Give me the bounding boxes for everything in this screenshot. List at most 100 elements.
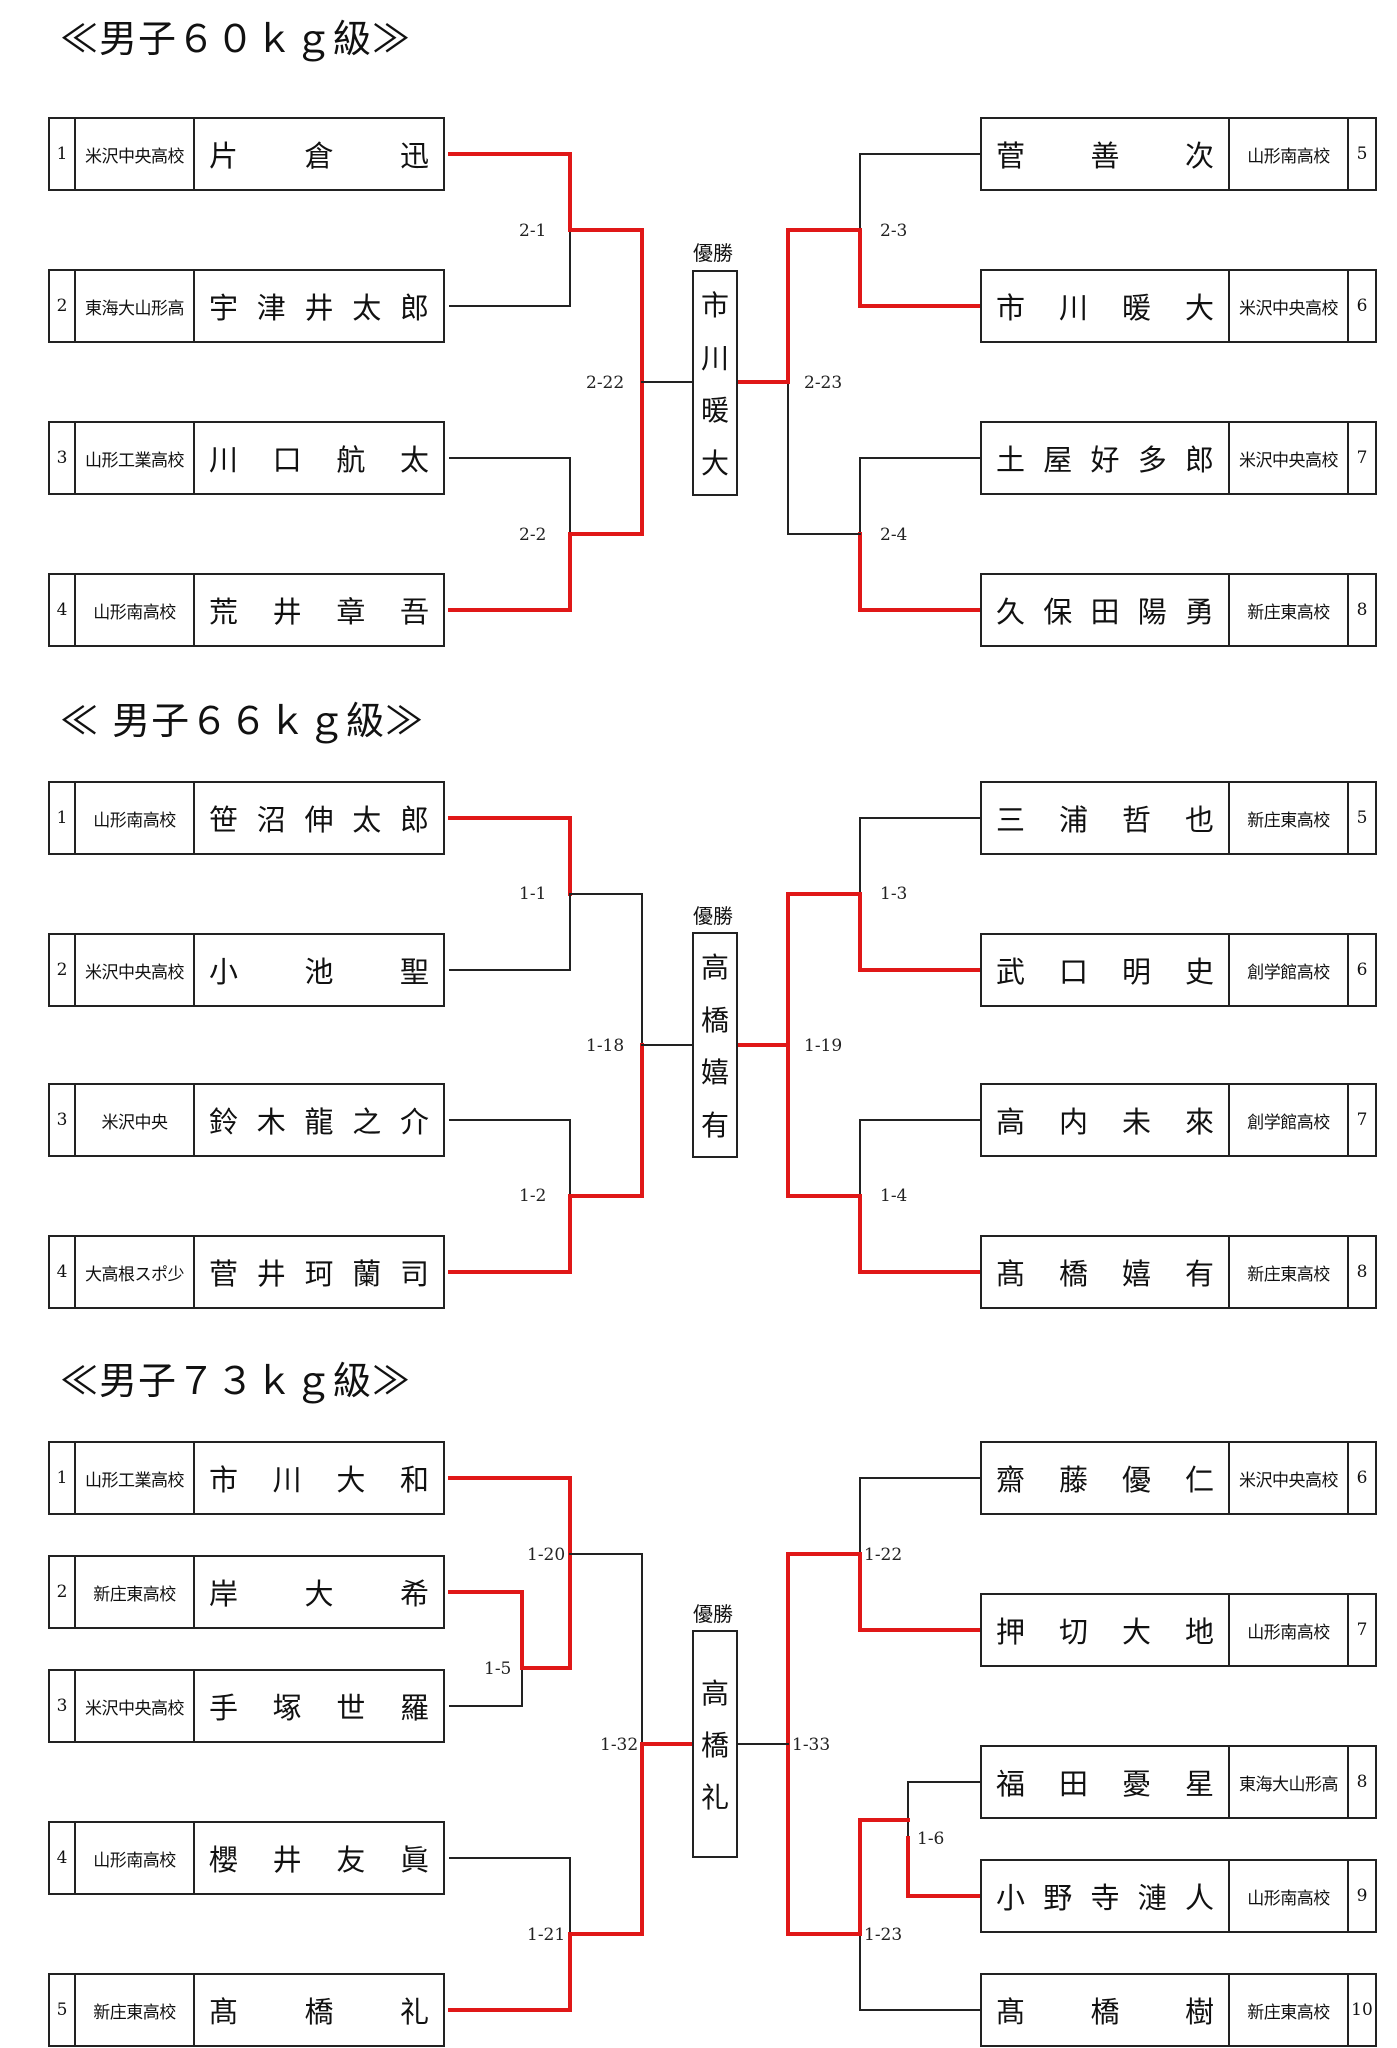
entry-60kg-seed-7: 土 屋 好 多 郎 米沢中央高校 7 — [980, 421, 1377, 495]
name-char: 内 — [1058, 1105, 1088, 1139]
school-name: 東海大山形高 — [1230, 1747, 1349, 1817]
entry-73kg-seed-7: 押 切 大 地 山形南高校 7 — [980, 1593, 1377, 1667]
seed-number: 5 — [1356, 144, 1368, 164]
name-char: 久 — [996, 595, 1026, 629]
division-title-73kg: ≪男子７３ｋｇ級≫ — [60, 1359, 412, 1403]
name-char: 章 — [336, 595, 366, 629]
name-char: 髙 — [996, 1257, 1026, 1291]
bracket-line — [449, 1667, 523, 1707]
match-number: 2-3 — [880, 221, 908, 241]
match-number: 2-2 — [519, 525, 547, 545]
match-number: 1-20 — [527, 1545, 566, 1565]
school-name: 米沢中央高校 — [76, 935, 195, 1005]
name-char: 來 — [1184, 1105, 1214, 1139]
school-name: 米沢中央高校 — [76, 1671, 195, 1741]
bracket-line — [448, 532, 572, 612]
bracket-line — [858, 1194, 982, 1274]
school-name: 山形南高校 — [1230, 1861, 1349, 1931]
school-name: 米沢中央高校 — [1230, 1443, 1349, 1513]
name-char: 郎 — [1184, 443, 1214, 477]
name-char: 星 — [1184, 1767, 1214, 1801]
name-char: 押 — [996, 1615, 1026, 1649]
bracket-line — [858, 1552, 982, 1632]
division-title-66kg: ≪ 男子６６ｋｇ級≫ — [60, 699, 425, 743]
seed-number: 2 — [50, 1557, 76, 1627]
school-name: 米沢中央高校 — [76, 119, 195, 189]
athlete-name: 三 浦 哲 也 — [982, 783, 1230, 853]
bracket-line — [859, 817, 981, 895]
name-char: 龍 — [304, 1105, 334, 1139]
name-char: 珂 — [304, 1257, 334, 1291]
name-char: 川 — [209, 443, 239, 477]
entry-60kg-seed-2: 2 東海大山形高 宇 津 井 太 郎 — [48, 269, 445, 343]
name-char: 漣 — [1137, 1881, 1167, 1915]
champion-label: 優勝 — [693, 241, 733, 265]
name-char: 聖 — [399, 955, 429, 989]
name-char: 眞 — [399, 1843, 429, 1877]
name-char: 人 — [1184, 1881, 1214, 1915]
name-char: 明 — [1121, 955, 1151, 989]
athlete-name: 髙 橋 嬉 有 — [982, 1237, 1230, 1307]
seed-number: 5 — [50, 1975, 76, 2045]
bracket-line — [448, 152, 572, 232]
name-char: 菅 — [209, 1257, 239, 1291]
name-char: 迅 — [399, 139, 429, 173]
name-char: 礼 — [399, 1995, 429, 2029]
seed-number: 7 — [1356, 1620, 1368, 1640]
athlete-name: 福 田 憂 星 — [982, 1747, 1230, 1817]
name-char: 嬉 — [1121, 1257, 1151, 1291]
name-char: 川 — [272, 1463, 302, 1497]
school-name: 山形南高校 — [76, 783, 195, 853]
name-char: 太 — [352, 803, 382, 837]
name-char: 口 — [1058, 955, 1088, 989]
school-name: 東海大山形高 — [76, 271, 195, 341]
school-name: 山形南高校 — [1230, 119, 1349, 189]
champion-char: 嬉 — [700, 1056, 729, 1090]
seed-number: 8 — [1356, 600, 1368, 620]
name-char: 野 — [1043, 1881, 1073, 1915]
champion-box-60kg: 市 川 暖 大 — [692, 270, 738, 496]
seed-number: 6 — [1356, 960, 1368, 980]
bracket-line — [859, 457, 981, 535]
entry-66kg-seed-1: 1 山形南高校 笹 沼 伸 太 郎 — [48, 781, 445, 855]
match-number: 1-3 — [880, 884, 908, 904]
bracket-line — [786, 1043, 862, 1198]
match-number: 1-23 — [864, 1925, 903, 1945]
entry-66kg-seed-7: 高 内 未 來 創学館高校 7 — [980, 1083, 1377, 1157]
seed-number: 7 — [1356, 1110, 1368, 1130]
name-char: 吾 — [399, 595, 429, 629]
name-char: 蘭 — [352, 1257, 382, 1291]
entry-60kg-seed-1: 1 米沢中央高校 片 倉 迅 — [48, 117, 445, 191]
name-char: 暖 — [1121, 291, 1151, 325]
name-char: 高 — [996, 1105, 1026, 1139]
seed-number: 3 — [50, 423, 76, 493]
name-char: 宇 — [209, 291, 239, 325]
bracket-line — [569, 1553, 643, 1745]
seed-number: 2 — [50, 935, 76, 1005]
name-char: 之 — [352, 1105, 382, 1139]
entry-66kg-seed-3: 3 米沢中央 鈴 木 龍 之 介 — [48, 1083, 445, 1157]
athlete-name: 菅 井 珂 蘭 司 — [195, 1237, 443, 1307]
name-char: 和 — [399, 1463, 429, 1497]
athlete-name: 齋 藤 優 仁 — [982, 1443, 1230, 1513]
bracket-line — [859, 153, 981, 231]
bracket-line — [786, 1552, 862, 1746]
match-number: 1-33 — [792, 1735, 831, 1755]
name-char: 仁 — [1184, 1463, 1214, 1497]
bracket-line — [520, 1552, 572, 1670]
entry-66kg-seed-2: 2 米沢中央高校 小 池 聖 — [48, 933, 445, 1007]
name-char: 太 — [399, 443, 429, 477]
athlete-name: 荒 井 章 吾 — [195, 575, 443, 645]
school-name: 米沢中央 — [76, 1085, 195, 1155]
school-name: 新庄東高校 — [1230, 575, 1349, 645]
name-char: 浦 — [1058, 803, 1088, 837]
athlete-name: 手 塚 世 羅 — [195, 1671, 443, 1741]
name-char: 齋 — [996, 1463, 1026, 1497]
school-name: 新庄東高校 — [76, 1975, 195, 2045]
entry-66kg-seed-5: 三 浦 哲 也 新庄東高校 5 — [980, 781, 1377, 855]
bracket-line — [858, 1818, 910, 1936]
name-char: 武 — [996, 955, 1026, 989]
name-char: 大 — [304, 1577, 334, 1611]
champion-char: 川 — [700, 341, 729, 375]
match-number: 2-22 — [586, 373, 625, 393]
